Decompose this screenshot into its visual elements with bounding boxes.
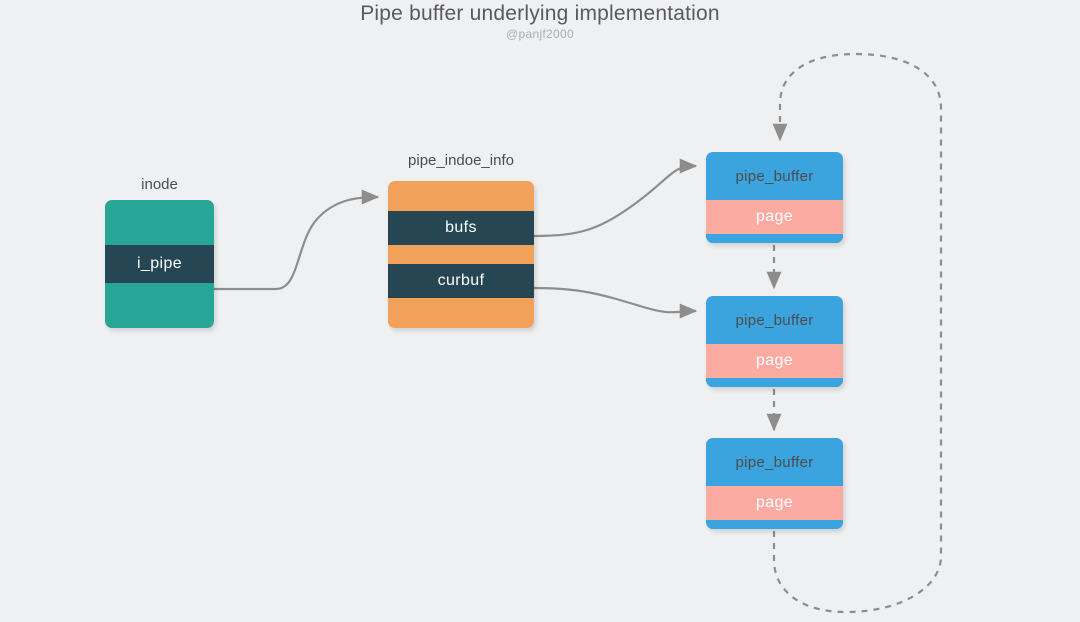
pipeinfo-bottom-fill: [388, 298, 534, 328]
node-pipe-buffer-2[interactable]: pipe_buffer page: [706, 296, 843, 387]
edge-curbuf-to-pipebuffer2: [533, 286, 698, 319]
pipeinfo-field-bufs[interactable]: bufs: [388, 211, 534, 245]
pipe-buffer-1-title: pipe_buffer: [735, 167, 814, 185]
node-inode[interactable]: i_pipe: [105, 200, 214, 328]
pipe-buffer-2-title: pipe_buffer: [735, 311, 814, 329]
inode-top-fill: [105, 200, 214, 245]
inode-bottom-fill: [105, 283, 214, 328]
inode-field-i-pipe[interactable]: i_pipe: [105, 245, 214, 283]
pipe-buffer-2-bottom-fill: [706, 378, 843, 387]
page-subtitle: @panjf2000: [506, 27, 574, 41]
pipe-buffer-1-field-page[interactable]: page: [706, 200, 843, 234]
pipe-buffer-3-field-page[interactable]: page: [706, 486, 843, 520]
pipe-buffer-1-bottom-fill: [706, 234, 843, 243]
pipe-buffer-3-title: pipe_buffer: [735, 453, 814, 471]
node-pipe-buffer-1[interactable]: pipe_buffer page: [706, 152, 843, 243]
node-pipe-inode-info[interactable]: bufs curbuf: [388, 181, 534, 328]
pipeinfo-top-fill: [388, 181, 534, 211]
pipe-buffer-3-bottom-fill: [706, 520, 843, 529]
pipeinfo-mid-fill: [388, 245, 534, 264]
node-pipe-buffer-3[interactable]: pipe_buffer page: [706, 438, 843, 529]
pipeinfo-field-curbuf[interactable]: curbuf: [388, 264, 534, 298]
pipe-inode-info-title: pipe_indoe_info: [408, 152, 514, 169]
pipe-buffer-2-field-page[interactable]: page: [706, 344, 843, 378]
inode-title: inode: [141, 176, 178, 193]
edge-bufs-to-pipebuffer1: [533, 158, 698, 238]
edge-ipipe-to-pipeinfo: [214, 189, 380, 291]
page-title: Pipe buffer underlying implementation: [360, 2, 720, 25]
